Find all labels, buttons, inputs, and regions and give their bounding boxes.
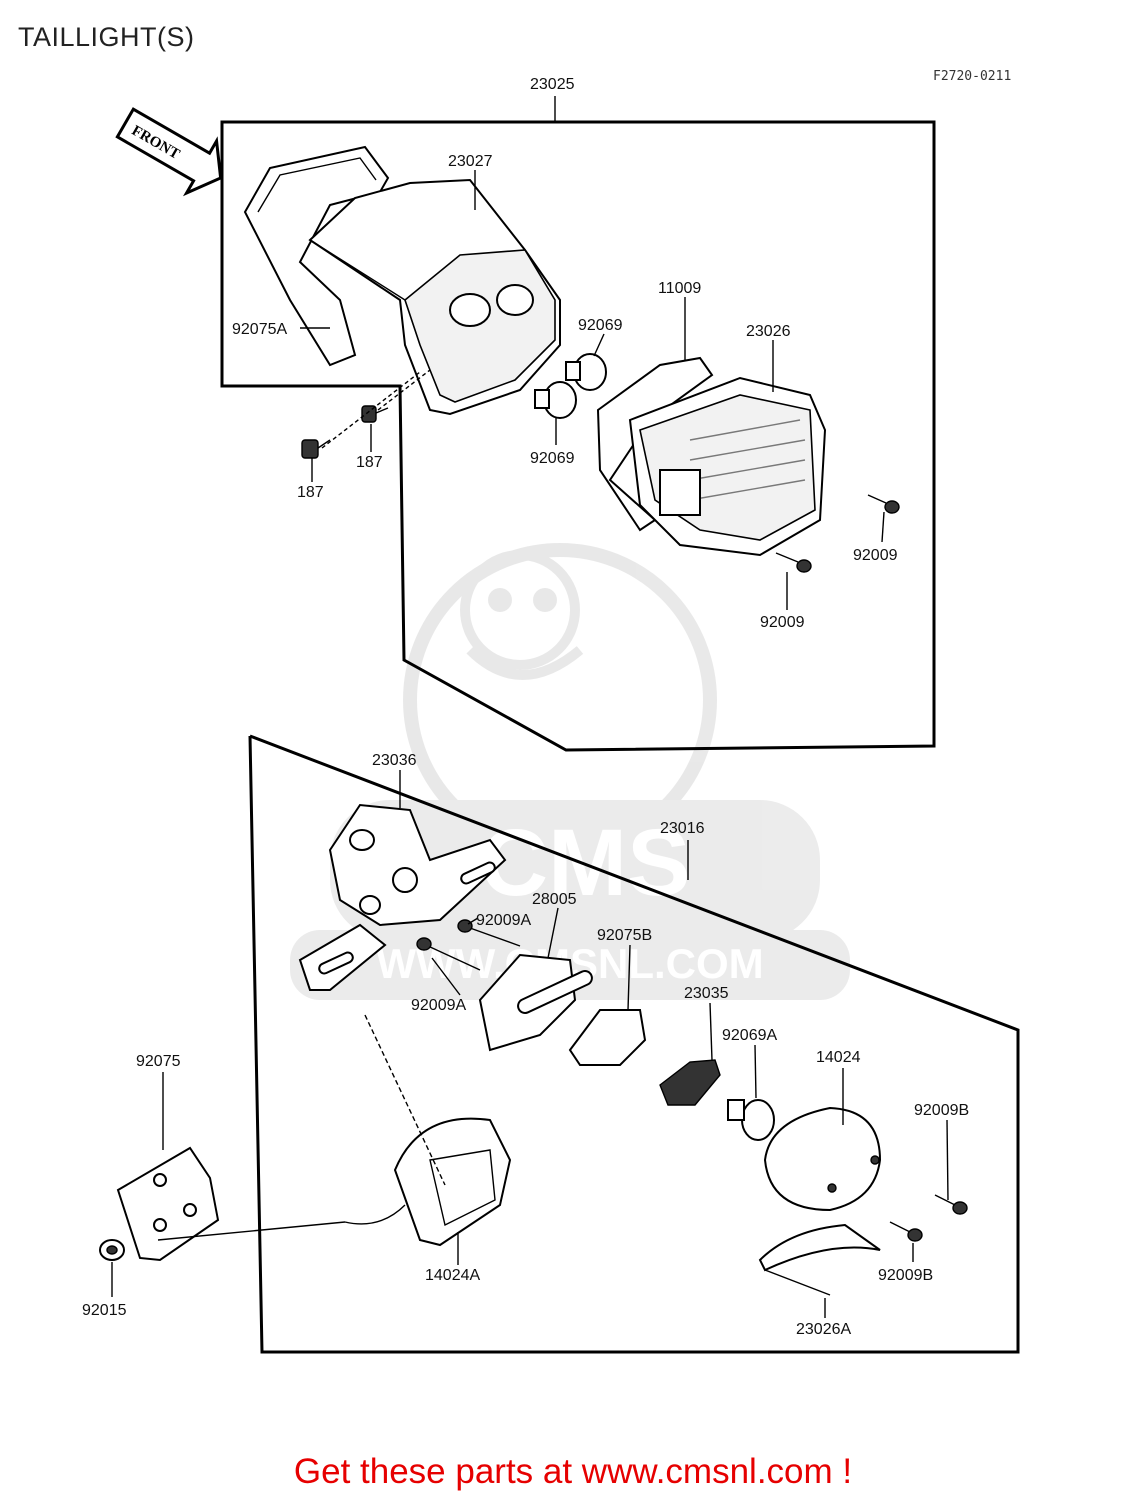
part-number-14024: 14024 — [816, 1049, 861, 1066]
part-number-92069-upper: 92069 — [578, 317, 623, 334]
lens-gasket-11009 — [596, 356, 714, 532]
front-arrow-icon: FRONT — [115, 107, 223, 197]
screw-92009-lower — [775, 552, 812, 573]
page-title: TAILLIGHT(S) — [18, 22, 195, 52]
socket-23035 — [659, 1059, 721, 1106]
part-number-23026: 23026 — [746, 323, 791, 340]
part-number-92075A: 92075A — [232, 321, 287, 338]
figure-code: F2720-0211 — [933, 69, 1012, 84]
part-number-187-right: 187 — [356, 454, 383, 471]
grommet-187-left — [301, 439, 331, 459]
part-number-187-left: 187 — [297, 484, 324, 501]
part-number-14024A: 14024A — [425, 1267, 480, 1284]
part-number-92075B: 92075B — [597, 927, 652, 944]
grommet-187-right — [361, 405, 389, 423]
part-number-92009-right: 92009 — [853, 547, 898, 564]
part-number-23025: 23025 — [530, 76, 575, 93]
upper-assembly-border — [220, 120, 936, 752]
part-number-23035: 23035 — [684, 985, 729, 1002]
bracket-23036 — [298, 803, 507, 991]
lower-assembly-border — [248, 734, 1020, 1354]
part-number-28005: 28005 — [532, 891, 577, 908]
grommet-92015 — [99, 1239, 125, 1261]
bulb-92069A — [727, 1099, 775, 1141]
cover-23026A — [758, 1223, 881, 1296]
part-number-23016: 23016 — [660, 820, 705, 837]
reflector-holder-28005 — [478, 953, 593, 1052]
part-number-92009-lower: 92009 — [760, 614, 805, 631]
gasket-92075B — [568, 1009, 647, 1066]
bolt-92009A-lower — [416, 937, 481, 971]
part-number-92009A-upper: 92009A — [476, 912, 531, 929]
part-number-92069A: 92069A — [722, 1027, 777, 1044]
screw-92009B-lower — [889, 1221, 923, 1242]
part-number-92009B-upper: 92009B — [914, 1102, 969, 1119]
taillight-base-gasket — [243, 145, 390, 367]
part-number-92075: 92075 — [136, 1053, 181, 1070]
part-number-92069-lower: 92069 — [530, 450, 575, 467]
license-lamp-lens-14024 — [763, 1106, 882, 1212]
gasket-92075 — [116, 1146, 220, 1262]
part-number-23027: 23027 — [448, 153, 493, 170]
bulb-92069-lower — [534, 381, 577, 419]
part-number-92015: 92015 — [82, 1302, 127, 1319]
part-number-92009B-lower: 92009B — [878, 1267, 933, 1284]
footer-cta-link[interactable]: Get these parts at www.cmsnl.com ! — [293, 1452, 853, 1491]
screw-92009B-upper — [934, 1194, 968, 1215]
lamp-body-14024A — [344, 1117, 512, 1247]
part-number-11009: 11009 — [658, 280, 701, 297]
bulb-92069-upper — [565, 353, 607, 391]
part-number-23026A: 23026A — [796, 1321, 851, 1338]
taillight-base-23027 — [308, 178, 561, 416]
part-number-23036: 23036 — [372, 752, 417, 769]
screw-92009-right — [867, 494, 900, 514]
taillight-lens-23026 — [628, 376, 827, 557]
part-number-92009A-lower: 92009A — [411, 997, 466, 1014]
